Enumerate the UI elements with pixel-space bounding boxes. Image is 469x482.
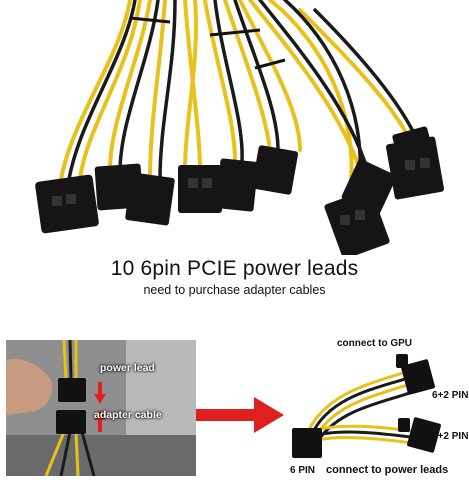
power-lead-label: power lead [100,362,155,374]
red-arrow-icon [196,397,284,433]
adapter-cable-diagram [292,354,441,458]
wire-bundle [58,0,420,197]
gpu-connector-top [401,359,435,395]
main-caption: 10 6pin PCIE power leads [110,257,359,280]
connect-to-power-leads-label: connect to power leads [326,464,449,476]
six-plus-two-pin-label-bottom: 6+2 PIN [432,431,469,442]
gpu-connector-bottom [407,417,441,453]
adapter-cable-label: adapter cable [94,409,162,421]
sub-caption: need to purchase adapter cables [143,283,326,297]
six-pin-label: 6 PIN [290,465,316,476]
six-plus-two-pin-label-top: 6+2 PIN [432,390,469,401]
pcie-leads-photo [35,0,445,255]
adapter-connector [56,410,86,434]
connect-to-gpu-label: connect to GPU [337,338,413,349]
hand [6,358,53,415]
power-lead-connector [58,378,86,402]
six-pin-connector [292,428,322,458]
adapter-photo [6,340,196,476]
pcie-connectors [35,126,445,255]
